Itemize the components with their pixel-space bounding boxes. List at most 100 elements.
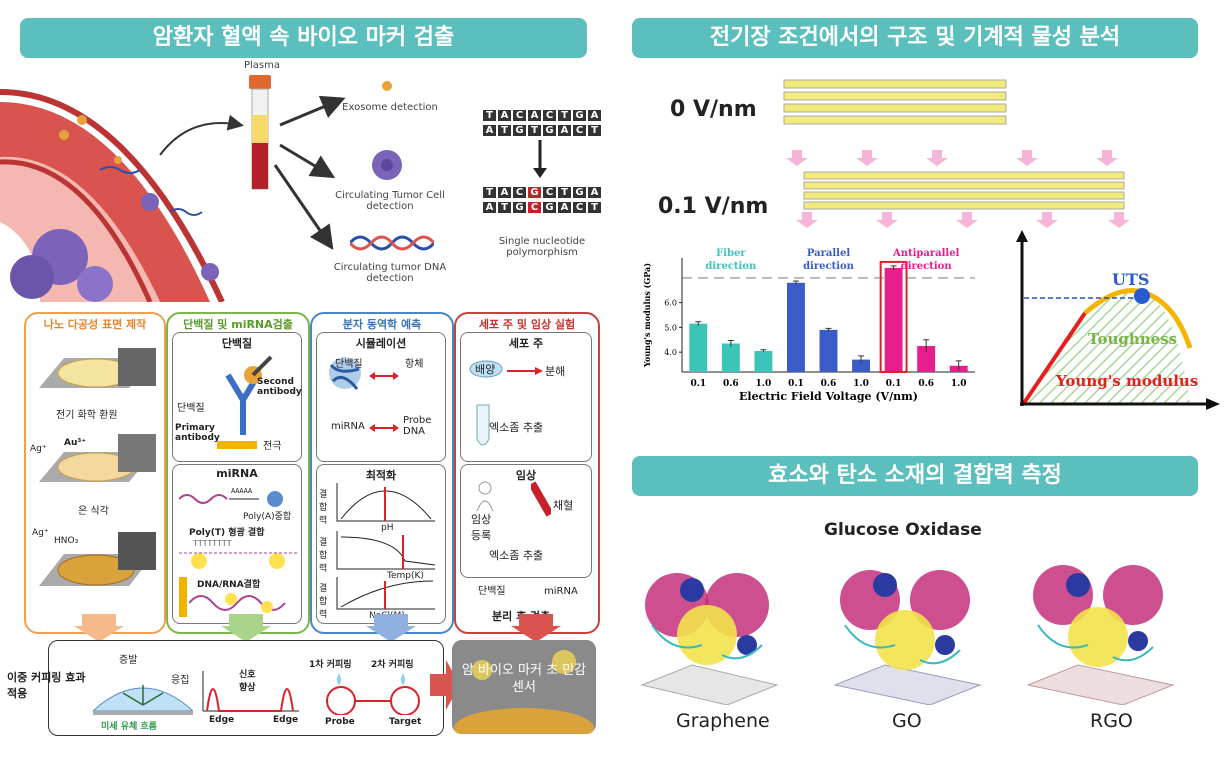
snp-base: T xyxy=(497,201,512,214)
evap-label: 증발 xyxy=(119,655,138,666)
snp-arrow xyxy=(533,140,547,178)
electrode-bar xyxy=(217,441,257,449)
snp-base: T xyxy=(557,109,572,122)
snp-base: T xyxy=(527,124,542,137)
uts-label: UTS xyxy=(1112,270,1150,289)
sim-probe-label: Probe DNA xyxy=(403,415,432,437)
right-banner-1: 전기장 조건에서의 구조 및 기계적 물성 분석 xyxy=(632,18,1198,58)
snp-base: A xyxy=(587,109,602,122)
opt-ylabel-1: 결합력 xyxy=(319,490,328,526)
opt-graph-ph xyxy=(336,483,435,522)
panel1-step1: 전기 화학 환원 xyxy=(56,410,118,421)
signal-graph xyxy=(202,671,299,712)
ctc-label: Circulating Tumor Cell detection xyxy=(335,190,445,212)
edge1-label: Edge xyxy=(209,715,235,725)
panel1-hno3: HNO₃ xyxy=(54,536,79,546)
electrode-bar-2 xyxy=(179,577,187,617)
exosome-icon xyxy=(382,81,392,91)
bar xyxy=(884,267,903,372)
snp-base: G xyxy=(512,124,527,137)
edge2-label: Edge xyxy=(273,715,299,725)
dnarna-label: DNA/RNA결합 xyxy=(197,580,261,590)
group-label-part: Antiparallel xyxy=(892,248,960,259)
p4-protein-label: 단백질 xyxy=(478,586,506,597)
flow-arrows xyxy=(159,95,346,250)
second-coupling-label: 2차 커피링 xyxy=(371,660,414,670)
extract-label: 엑소좀 추출 xyxy=(489,421,544,434)
group-label-part: direction xyxy=(705,261,757,272)
group-label-part: direction xyxy=(901,261,953,272)
snp-base: G xyxy=(572,109,587,122)
snp-base: C xyxy=(512,109,527,122)
panel-down-arrows xyxy=(74,614,561,642)
clinical-box-title: 임상 xyxy=(515,469,537,482)
primary-antibody-label: Primary antibody xyxy=(175,423,220,443)
first-coupling-label: 1차 커피링 xyxy=(309,660,352,670)
sensor-box: 암 바이오 마커 초 민감 센서 xyxy=(452,640,596,734)
bar xyxy=(721,343,740,372)
plasma-label: Plasma xyxy=(243,60,280,71)
enzyme-rgo-image xyxy=(1026,565,1175,705)
snp-base: T xyxy=(497,124,512,137)
panel1-au: Au³⁺ xyxy=(64,438,87,448)
extract2-label: 엑소좀 추출 xyxy=(489,549,544,562)
group-label-part: Fiber xyxy=(716,248,746,259)
petri-dish-icon xyxy=(469,360,503,378)
clinical-box: 임상 임상 등록 채혈 엑소좀 추출 xyxy=(460,464,592,578)
opt-graph-temp xyxy=(336,531,436,570)
protein-label: 단백질 xyxy=(177,403,205,414)
x-tick-label: 0.6 xyxy=(723,379,739,389)
blood-vessel-illustration xyxy=(0,89,225,302)
panel4-title: 세포 주 및 임상 실험 xyxy=(478,318,576,331)
tumor-cell-icon xyxy=(372,150,402,180)
snp-base: A xyxy=(497,186,512,199)
cellline-box-title: 세포 주 xyxy=(508,337,544,350)
snp-base: C xyxy=(572,124,587,137)
sim-mirna-label: miRNA xyxy=(331,421,365,432)
panel1-title: 나노 다공성 표면 제작 xyxy=(43,318,147,331)
enzyme-go-image xyxy=(833,570,982,705)
sensor-texture xyxy=(452,640,596,734)
aaaaa-label: AAAAA xyxy=(231,487,253,495)
v1-label: 0.1 V/nm xyxy=(658,194,769,219)
y-tick-label: 4.0 xyxy=(664,348,677,357)
bar xyxy=(786,282,805,372)
snp-base: A xyxy=(587,186,602,199)
mirna-box-title: miRNA xyxy=(216,467,258,480)
antibody-icon xyxy=(225,355,273,435)
snp-base: A xyxy=(527,109,542,122)
toughness-label: Toughness xyxy=(1088,330,1178,348)
sim-protein-label: 단백질 xyxy=(335,359,363,370)
clinical-label: 임상 등록 xyxy=(471,513,492,542)
x-tick-label: 1.0 xyxy=(756,379,772,389)
double-arrow-2 xyxy=(369,424,399,432)
material-label-go: GO xyxy=(892,710,922,732)
target-label: Target xyxy=(389,717,422,727)
enzyme-graphene-image xyxy=(640,573,779,705)
flow-label: 미세 유체 흐름 xyxy=(101,722,157,732)
snp-base: C xyxy=(512,186,527,199)
snp-base: G xyxy=(572,186,587,199)
x-tick-label: 0.6 xyxy=(918,379,934,389)
snp-base: G xyxy=(527,186,542,199)
snp-base: A xyxy=(482,201,497,214)
agg-label: 응집 xyxy=(171,675,190,686)
coupling-label: 이중 커피링 효과 적용 xyxy=(7,671,86,700)
simulation-box-title: 시뮬레이션 xyxy=(355,337,407,350)
stress-strain-diagram xyxy=(1016,230,1220,410)
x-tick-label: 1.0 xyxy=(951,379,967,389)
panel-molecular-dynamics: 분자 동역학 예측 시뮬레이션 단백질 항체 miRNA Probe DNA 최… xyxy=(310,312,454,634)
v0-label: 0 V/nm xyxy=(670,97,757,122)
bar xyxy=(852,359,871,372)
snp-base: C xyxy=(572,201,587,214)
group-label-part: Parallel xyxy=(807,248,850,259)
x-tick-label: 0.6 xyxy=(821,379,837,389)
snp-base: G xyxy=(542,124,557,137)
polya-label: Poly(A)중합 xyxy=(243,512,292,522)
opt-x1: pH xyxy=(381,523,394,533)
person-icon xyxy=(476,481,494,511)
group-label-part: direction xyxy=(803,261,855,272)
